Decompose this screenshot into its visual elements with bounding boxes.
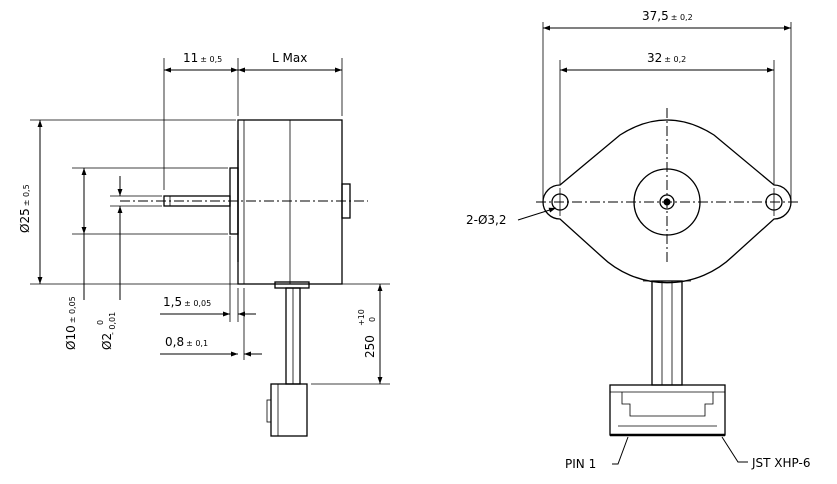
side-view: 11± 0,5 L Max Ø25± 0,5 Ø10± 0,05 Ø2 0 - … [18, 51, 390, 437]
lead-exit-grommet [274, 281, 310, 289]
dim-hole-spacing-label: 32± 0,2 [647, 51, 686, 65]
dim-lead-length-tol-upper: +10 [357, 309, 366, 326]
dim-body-length-label: L Max [272, 51, 307, 65]
callout-mount-holes: 2-Ø3,2 [466, 213, 507, 227]
dim-lead-length-label: 250 [363, 335, 377, 358]
dim-shaft-dia-tol-upper: 0 [96, 320, 105, 325]
dim-overall-width-label: 37,5± 0,2 [642, 9, 693, 23]
dim-flange-thickness-label: 1,5± 0,05 [163, 295, 211, 309]
connector-latch [266, 399, 272, 423]
front-view: 37,5± 0,2 32± 0,2 2-Ø3,2 PIN 1 JST XHP-6 [466, 9, 810, 471]
dim-boss-dia-label: Ø10± 0,05 [64, 296, 78, 350]
dim-boss-height-label: 0,8± 0,1 [165, 335, 208, 349]
front-connector [609, 384, 726, 436]
flange-outline [542, 119, 792, 284]
dim-shaft-dia-tol-lower: - 0,01 [108, 312, 117, 335]
dim-shaft-dia-label: Ø2 [100, 333, 114, 350]
callout-pin-1: PIN 1 [565, 457, 596, 471]
callout-connector-type: JST XHP-6 [751, 456, 810, 470]
dim-shaft-length-label: 11± 0,5 [183, 51, 222, 65]
dim-body-dia-label: Ø25± 0,5 [18, 184, 32, 233]
side-connector [270, 383, 308, 437]
front-lead-wires [651, 280, 683, 386]
dim-lead-length-tol-lower: 0 [368, 317, 377, 322]
